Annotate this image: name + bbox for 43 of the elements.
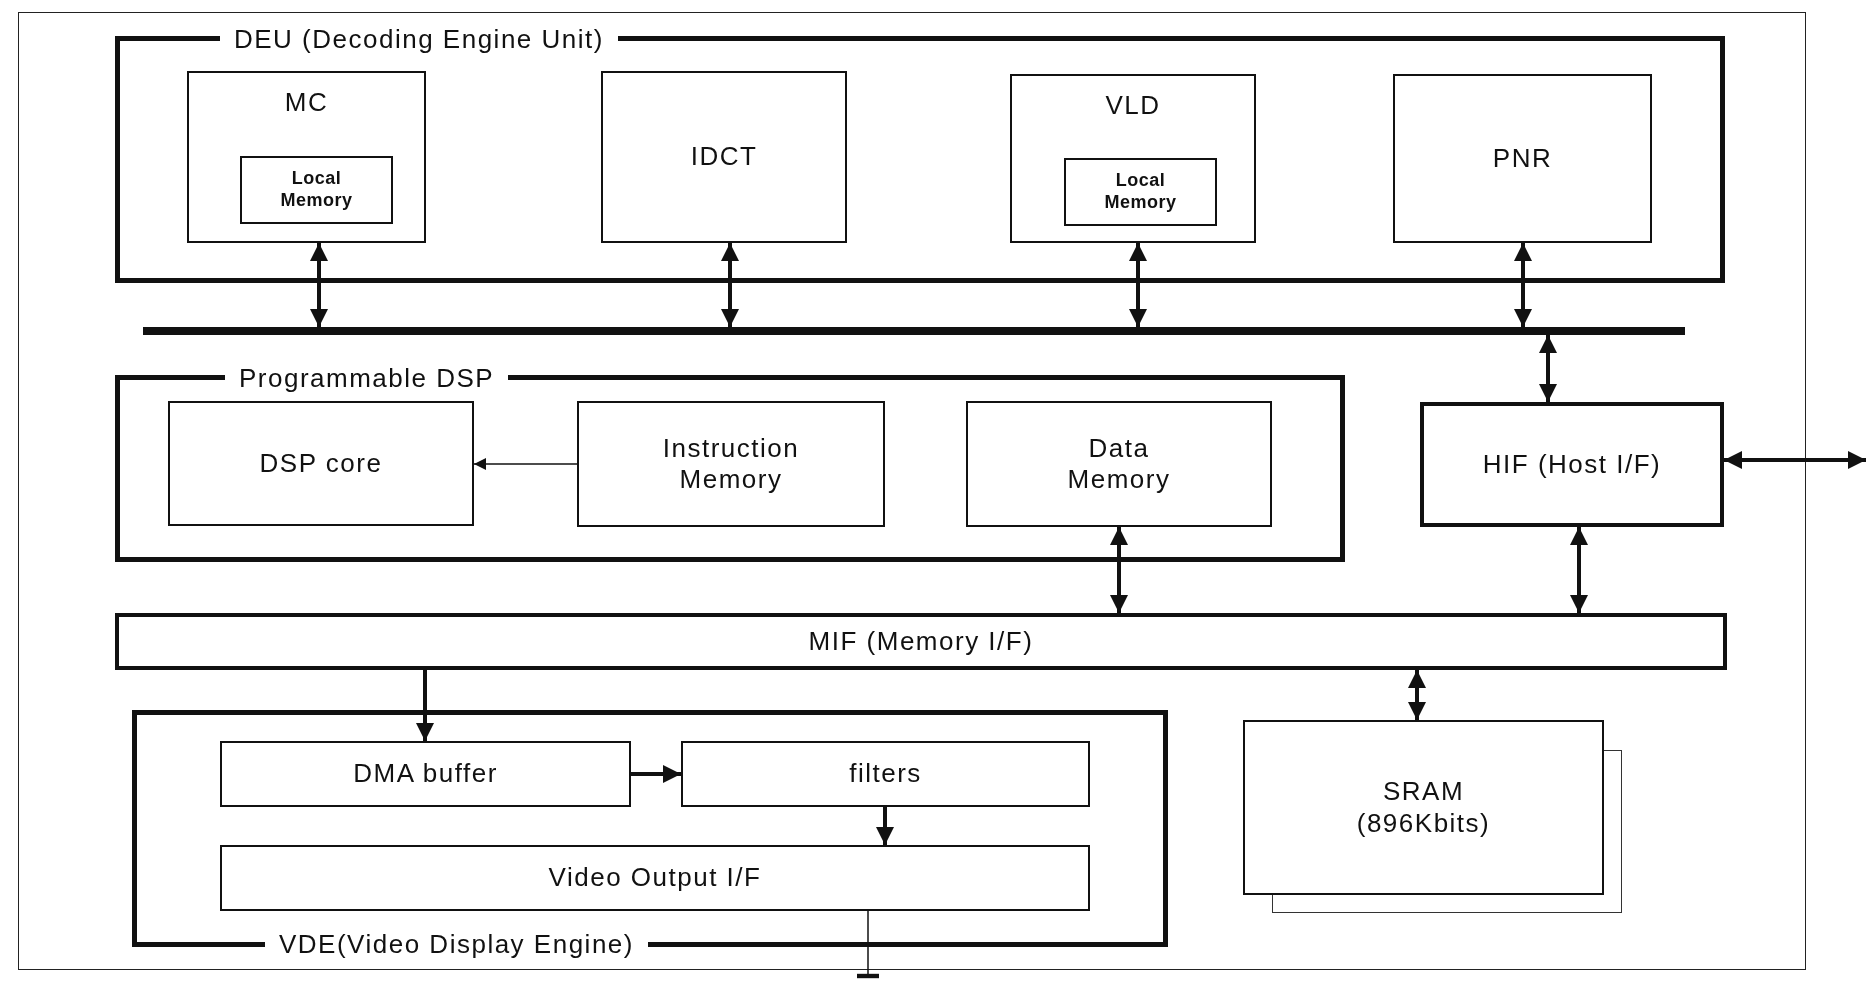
arrow xyxy=(631,765,681,783)
arrow xyxy=(721,243,739,327)
arrow xyxy=(310,243,328,327)
box-label: Local Memory xyxy=(279,168,354,212)
memory-box xyxy=(1064,158,1217,226)
module-box xyxy=(1393,74,1652,243)
box-label: Local Memory xyxy=(1103,170,1178,214)
interface-box xyxy=(115,613,1727,670)
arrow xyxy=(1129,243,1147,327)
box-label: SRAM (896Kbits) xyxy=(1355,776,1492,839)
box-label: Data Memory xyxy=(1066,432,1172,496)
module-box xyxy=(577,401,885,527)
arrow xyxy=(1724,451,1866,469)
module-box xyxy=(1243,720,1604,895)
arrow xyxy=(416,670,434,741)
arrow xyxy=(876,807,894,845)
module-box xyxy=(681,741,1090,807)
arrow xyxy=(1570,527,1588,613)
box-label: MIF (Memory I/F) xyxy=(808,625,1034,658)
interface-box xyxy=(1420,402,1724,527)
arrow xyxy=(1539,335,1557,402)
module-box xyxy=(1010,74,1256,243)
arrow xyxy=(1110,527,1128,613)
module-box xyxy=(187,71,426,243)
memory-box xyxy=(240,156,393,224)
arrow xyxy=(473,458,578,470)
box-label: filters xyxy=(849,758,922,790)
module-box xyxy=(220,845,1090,911)
box-label: MC xyxy=(284,87,329,119)
box-label: HIF (Host I/F) xyxy=(1482,448,1662,481)
module-box xyxy=(601,71,847,243)
arrow xyxy=(1514,243,1532,327)
module-box xyxy=(966,401,1272,527)
module-box xyxy=(168,401,474,526)
module-box xyxy=(220,741,631,807)
box-label: DSP core xyxy=(259,447,383,480)
box-label: Instruction Memory xyxy=(661,432,801,496)
box-label: DMA buffer xyxy=(353,758,498,790)
box-label: IDCT xyxy=(690,141,758,173)
box-label: VLD xyxy=(1105,90,1161,122)
arrow xyxy=(1408,670,1426,720)
box-label: PNR xyxy=(1492,142,1553,175)
box-label: Video Output I/F xyxy=(548,862,762,894)
